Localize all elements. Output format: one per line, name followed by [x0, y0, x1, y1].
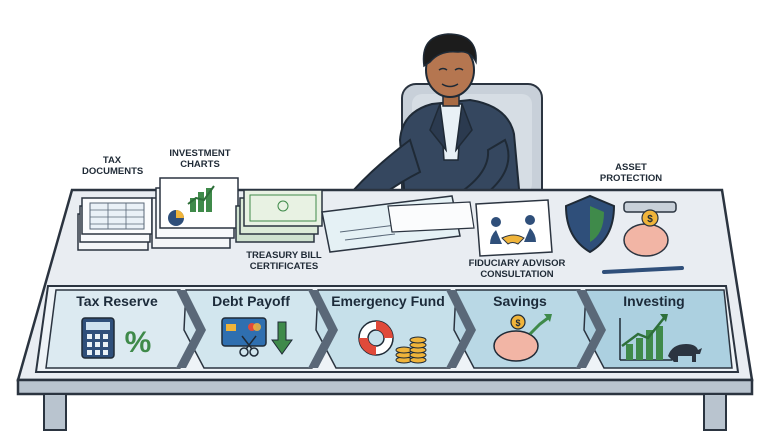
step-title-debt-payoff: Debt Payoff: [212, 293, 290, 309]
piggy-bank-icon: $: [623, 201, 677, 257]
label-investment-charts: INVESTMENT CHARTS: [169, 148, 231, 170]
svg-text:%: %: [125, 326, 152, 359]
label-asset-protection: ASSET PROTECTION: [599, 162, 663, 184]
pen-icon: [602, 266, 684, 274]
chevron-arrows: [176, 290, 606, 368]
lifebuoy-coins-icon: [358, 320, 427, 364]
svg-text:$: $: [647, 214, 653, 225]
label-fiduciary-advisor-consultation: FIDUCIARY ADVISOR CONSULTATION: [468, 258, 566, 280]
fiduciary-consultation-doc: [475, 199, 553, 257]
advisor-person: [337, 33, 522, 215]
savings-piggy-icon: $: [493, 314, 552, 362]
label-tax-documents: TAX DOCUMENTS: [82, 155, 144, 177]
investment-charts-stack: [151, 177, 239, 249]
treasury-bill-certificates: [235, 189, 323, 243]
step-title-investing: Investing: [623, 293, 685, 309]
shield-icon: [564, 194, 616, 254]
bull-chart-icon: [619, 314, 702, 362]
label-treasury-bill-certificates: TREASURY BILL CERTIFICATES: [246, 250, 322, 272]
step-title-savings: Savings: [493, 293, 547, 309]
signed-check: [321, 195, 475, 253]
calculator-percent-icon: %: [81, 317, 152, 359]
credit-card-scissors-icon: [221, 317, 293, 357]
step-title-emergency-fund: Emergency Fund: [331, 293, 445, 309]
tax-documents-stack: [77, 197, 153, 251]
step-title-tax-reserve: Tax Reserve: [76, 293, 158, 309]
svg-text:$: $: [515, 318, 520, 328]
